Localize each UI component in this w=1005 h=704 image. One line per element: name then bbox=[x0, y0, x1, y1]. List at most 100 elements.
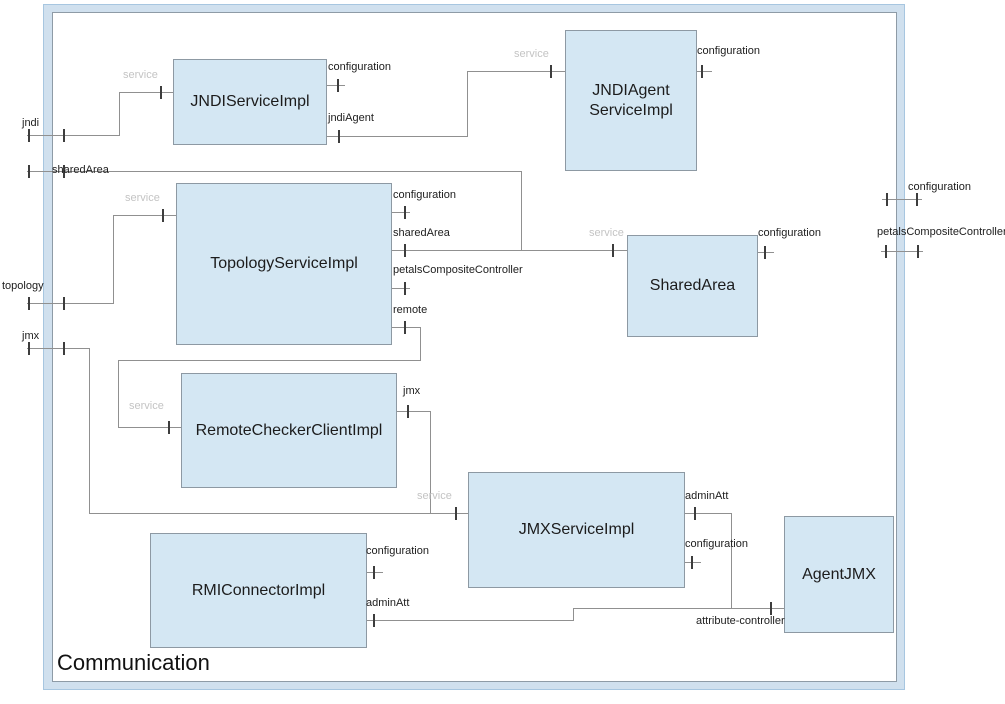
port-tick bbox=[28, 165, 30, 178]
port-label-jndi: jndi bbox=[22, 117, 40, 129]
port-label-service: service bbox=[417, 490, 452, 502]
port-label-configuration: configuration bbox=[758, 227, 821, 239]
port-tick bbox=[404, 206, 406, 219]
port-tick bbox=[162, 209, 164, 222]
wire-adminatt bbox=[573, 608, 574, 621]
wire-jndi bbox=[119, 92, 120, 136]
port-label-configuration-right: configuration bbox=[908, 181, 971, 193]
port-tick bbox=[63, 342, 65, 355]
component-name: RMIConnectorImpl bbox=[191, 581, 326, 599]
port-label-service: service bbox=[589, 227, 624, 239]
port-tick bbox=[160, 86, 162, 99]
wire-sharedarea bbox=[521, 171, 522, 251]
wire-jndiagent bbox=[467, 71, 468, 137]
component-name: JNDIServiceImpl bbox=[190, 93, 310, 110]
port-label-topology: topology bbox=[2, 280, 44, 292]
wire-jmx bbox=[395, 411, 431, 412]
port-label-configuration: configuration bbox=[393, 189, 456, 201]
wire-remote bbox=[118, 360, 421, 361]
port-label-remote: remote bbox=[393, 304, 428, 316]
wire-jndi bbox=[119, 92, 174, 93]
wire-adminatt bbox=[731, 513, 732, 609]
port-tick bbox=[373, 566, 375, 579]
wire-topology bbox=[27, 303, 114, 304]
component-agentjmx[interactable]: AgentJMX bbox=[784, 516, 894, 633]
port-tick bbox=[28, 129, 30, 142]
port-tick bbox=[916, 193, 918, 206]
port-tick bbox=[373, 614, 375, 627]
port-tick bbox=[770, 602, 772, 615]
port-tick bbox=[63, 129, 65, 142]
port-tick bbox=[63, 297, 65, 310]
port-tick bbox=[404, 282, 406, 295]
wire-jndiagent bbox=[467, 71, 565, 72]
wire-jndiagent bbox=[325, 136, 468, 137]
port-tick bbox=[338, 130, 340, 143]
port-label-service: service bbox=[129, 400, 164, 412]
port-label-attribute-controller: attribute-controller bbox=[696, 615, 785, 627]
port-tick bbox=[701, 65, 703, 78]
port-tick bbox=[407, 405, 409, 418]
port-tick bbox=[917, 245, 919, 258]
component-name: AgentJMX bbox=[802, 565, 876, 583]
port-label-configuration: configuration bbox=[685, 538, 748, 550]
stub-topology-petalscompositecontroller bbox=[390, 288, 410, 289]
wire-jmx bbox=[89, 348, 90, 514]
port-tick bbox=[404, 321, 406, 334]
wire-jndi bbox=[27, 135, 119, 136]
port-label-configuration: configuration bbox=[697, 45, 760, 57]
component-name: TopologyServiceImpl bbox=[210, 255, 358, 272]
port-tick bbox=[28, 297, 30, 310]
wire-jmx bbox=[89, 513, 468, 514]
port-tick bbox=[28, 342, 30, 355]
component-jndiagentserviceimpl[interactable]: JNDIAgent ServiceImpl bbox=[565, 30, 697, 171]
port-label-jmx: jmx bbox=[403, 385, 421, 397]
wire-remote bbox=[118, 360, 119, 428]
component-name-line1: JNDIAgent bbox=[592, 81, 670, 99]
port-label-adminatt: adminAtt bbox=[685, 490, 729, 502]
component-sharedarea[interactable]: SharedArea bbox=[627, 235, 758, 337]
port-label-sharedarea: sharedArea bbox=[52, 164, 109, 176]
composite-title: Communication bbox=[57, 650, 210, 675]
port-tick bbox=[63, 165, 65, 178]
component-name: JMXServiceImpl bbox=[518, 521, 635, 538]
port-tick bbox=[337, 79, 339, 92]
component-name: SharedArea bbox=[649, 277, 736, 294]
wire-adminatt bbox=[365, 620, 574, 621]
component-rmiconnectorimpl[interactable]: RMIConnectorImpl bbox=[150, 533, 367, 648]
stub-right-configuration bbox=[882, 199, 922, 200]
wire-adminatt bbox=[683, 513, 732, 514]
component-remotecheckerclientimpl[interactable]: RemoteCheckerClientImpl bbox=[181, 373, 397, 488]
component-jmxserviceimpl[interactable]: JMXServiceImpl bbox=[468, 472, 685, 588]
wire-topology bbox=[113, 215, 177, 216]
port-tick bbox=[886, 193, 888, 206]
port-tick bbox=[612, 244, 614, 257]
stub-topology-configuration bbox=[390, 212, 410, 213]
port-label-service: service bbox=[125, 192, 160, 204]
port-tick bbox=[691, 556, 693, 569]
port-tick bbox=[168, 421, 170, 434]
stub-jndiagent-configuration bbox=[694, 71, 712, 72]
port-tick bbox=[885, 245, 887, 258]
wire-sharedarea bbox=[27, 171, 521, 172]
wire-jmx bbox=[27, 348, 90, 349]
component-topologyserviceimpl[interactable]: TopologyServiceImpl bbox=[176, 183, 392, 345]
wire-adminatt bbox=[573, 608, 785, 609]
stub-right-petalscompositecontroller bbox=[881, 251, 923, 252]
port-tick bbox=[694, 507, 696, 520]
port-label-sharedarea: sharedArea bbox=[393, 227, 450, 239]
component-name: JNDIAgent ServiceImpl bbox=[589, 81, 673, 121]
component-jndiserviceimpl[interactable]: JNDIServiceImpl bbox=[173, 59, 327, 145]
wire-remote bbox=[420, 327, 421, 361]
port-label-jmx: jmx bbox=[22, 330, 40, 342]
wire-sharedarea bbox=[390, 250, 627, 251]
wire-remote bbox=[118, 427, 181, 428]
port-label-jndiagent: jndiAgent bbox=[328, 112, 374, 124]
wire-jmx bbox=[430, 411, 431, 514]
component-name-line2: ServiceImpl bbox=[589, 101, 673, 119]
port-label-service: service bbox=[514, 48, 549, 60]
port-label-petalscompositecontroller: petalsCompositeController bbox=[393, 264, 523, 276]
port-label-petalscompositecontroller-right: petalsCompositeController bbox=[877, 226, 1005, 238]
port-label-service: service bbox=[123, 69, 158, 81]
